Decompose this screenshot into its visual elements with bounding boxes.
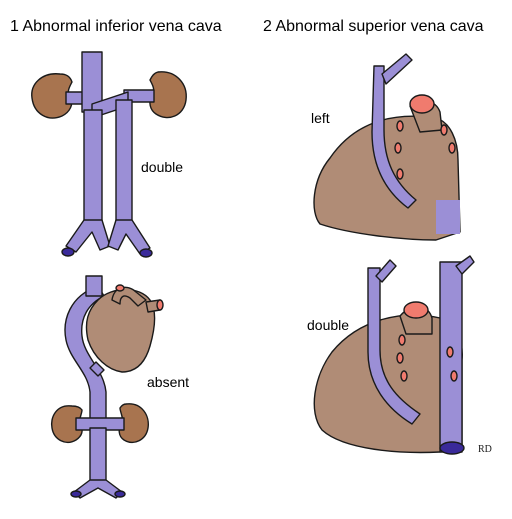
left-vena-cava xyxy=(83,109,103,223)
pulmonary-vein-3 xyxy=(440,124,448,136)
left-kidney-lower xyxy=(50,405,83,444)
label-double-ivc: double xyxy=(141,159,184,175)
pulmonary-vein-4 xyxy=(448,142,456,154)
label-left-svc: left xyxy=(311,110,330,126)
left-svc-lower xyxy=(367,267,421,425)
right-svc-base xyxy=(436,200,460,234)
artist-signature: RD xyxy=(478,444,492,455)
double-svc-illustration xyxy=(313,255,475,455)
heading-abnormal-inferior-vena-cava: 1 Abnormal inferior vena cava xyxy=(10,18,222,35)
pulmonary-vein-1 xyxy=(396,120,404,132)
lower-iliac-end-left xyxy=(70,490,82,498)
left-svc-branch xyxy=(381,53,413,85)
label-absent-ivc: absent xyxy=(147,374,190,390)
right-kidney-lower xyxy=(118,403,149,444)
lower-pulmonary-vein-1 xyxy=(398,334,406,346)
lower-pulmonary-vein-4 xyxy=(446,346,454,358)
label-double-svc: double xyxy=(307,317,350,333)
left-kidney xyxy=(31,73,73,119)
right-iliac-branches xyxy=(107,219,151,255)
hepatic-veins xyxy=(89,361,105,377)
lower-pulmonary-vein-2 xyxy=(396,352,404,364)
lower-pulmonary-vein-5 xyxy=(450,370,458,382)
upper-vein-stub xyxy=(85,275,103,297)
left-iliac-branches xyxy=(65,219,111,253)
iliac-end-left xyxy=(61,247,75,257)
right-svc-branch xyxy=(455,255,475,275)
heading-abnormal-superior-vena-cava: 2 Abnormal superior vena cava xyxy=(263,18,484,35)
right-kidney xyxy=(149,71,187,119)
lower-iliac-end-right xyxy=(114,490,126,498)
vessel-stump-right xyxy=(156,299,164,311)
pulmonary-stump-lower xyxy=(403,301,429,319)
iliac-end-right xyxy=(139,248,153,258)
right-svc-end xyxy=(439,441,465,455)
pulmonary-vein-2 xyxy=(394,142,402,154)
left-svc-illustration xyxy=(313,53,461,241)
pulmonary-stump-top xyxy=(409,94,435,114)
left-svc-lower-branch xyxy=(375,259,397,283)
lower-pulmonary-vein-3 xyxy=(400,370,408,382)
vessel-stump-top xyxy=(115,284,125,292)
right-vena-cava xyxy=(115,99,133,223)
lower-vena-cava xyxy=(89,427,107,483)
left-svc xyxy=(371,65,417,209)
pulmonary-vein-5 xyxy=(396,168,404,180)
heart xyxy=(85,288,156,373)
double-ivc-illustration xyxy=(31,51,187,258)
absent-ivc-illustration xyxy=(50,275,164,499)
